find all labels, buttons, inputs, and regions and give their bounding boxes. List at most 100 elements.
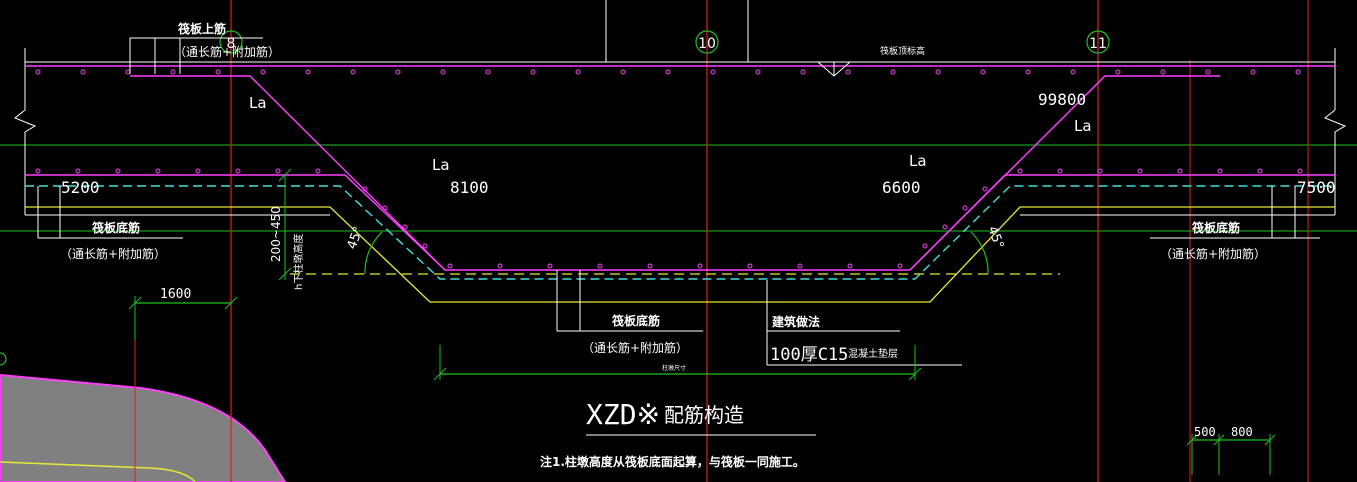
top-rebar-dot (1250, 69, 1256, 75)
pit-dim-tick-left (433, 367, 447, 381)
waterproof-dashed-line (25, 185, 1335, 280)
gray-curved-slab (0, 373, 287, 482)
axis-bubble-11 (1086, 30, 1110, 54)
bottom-rebar-dot (195, 168, 201, 174)
title-sub: 配筋构造 (664, 403, 744, 427)
top-rebar-note: （通长筋+附加筋） (174, 44, 280, 59)
angle-label-right: 45° (984, 224, 1006, 251)
top-rebar-dot (845, 69, 851, 75)
dim-5200: 5200 (61, 178, 100, 197)
bottom-rebar-dots (35, 168, 1303, 269)
top-rebar-dot (530, 69, 536, 75)
angle-arc-right (970, 231, 989, 275)
top-rebar-label: 筏板上筋 (178, 21, 226, 36)
bottom-rebar-dot (647, 263, 653, 269)
axis-label-10: 10 (698, 36, 716, 52)
c15-layer-suffix: 混凝土垫层 (848, 347, 898, 360)
center-bottom-rebar-label: 筏板底筋 (612, 313, 660, 328)
top-rebar-dot (620, 69, 626, 75)
bottom-rebar-dot (1137, 168, 1143, 174)
top-rebar-dot (575, 69, 581, 75)
title-main: XZD※ (586, 398, 660, 431)
raft-left-break (14, 109, 37, 215)
depth-dim-tick-top (278, 168, 292, 182)
left-bottom-rebar-note: （通长筋+附加筋） (60, 246, 166, 261)
top-rebar-dot (1205, 69, 1211, 75)
angle-arc-left (364, 231, 383, 275)
dim-8100: 8100 (450, 178, 489, 197)
la-label-left-top: La (249, 94, 267, 112)
dim-800: 800 (1231, 425, 1253, 439)
axis-bubble-left-edge (0, 352, 7, 366)
bottom-rebar-dot (497, 263, 503, 269)
bottom-rebar-dot (1257, 168, 1263, 174)
bottom-rebar-dot (422, 243, 428, 249)
pit-dim-tick-right (908, 367, 922, 381)
top-rebar-dot (935, 69, 941, 75)
la-label-right-top: La (1074, 117, 1092, 135)
top-rebar-dot (800, 69, 806, 75)
bottom-rebar-dot (1097, 168, 1103, 174)
angle-label-left: 45° (345, 225, 367, 252)
dim-500: 500 (1194, 425, 1216, 439)
top-rebar-dot (755, 69, 761, 75)
dim-7500: 7500 (1297, 178, 1336, 197)
dim-1600-tick-right (224, 296, 238, 310)
top-additional-rebar-left (130, 75, 446, 271)
top-rebar-dot (1115, 69, 1121, 75)
dim-99800: 99800 (1038, 90, 1086, 109)
bottom-rebar-dot (1057, 168, 1063, 174)
top-rebar-dot (350, 69, 356, 75)
bottom-rebar-dot (697, 263, 703, 269)
pit-size-label: 柱墩尺寸 (662, 364, 686, 372)
bottom-rebar-dot (447, 263, 453, 269)
bottom-rebar-dot (75, 168, 81, 174)
bottom-rebar-dot (547, 263, 553, 269)
top-rebar-dot (215, 69, 221, 75)
bottom-rebar-dot (235, 168, 241, 174)
bottom-rebar-dot (382, 205, 388, 211)
axis-label-11: 11 (1089, 36, 1107, 52)
top-rebar-dot (80, 69, 86, 75)
right-bottom-rebar-note: （通长筋+附加筋） (1160, 246, 1266, 261)
bottom-rebar-dot (922, 243, 928, 249)
dim-6600: 6600 (882, 178, 921, 197)
top-rebar-dot (125, 69, 131, 75)
title-note: 注1.柱墩高度从筏板底面起算，与筏板一同施工。 (540, 454, 805, 469)
top-rebar-dot (305, 69, 311, 75)
top-rebar-dot (260, 69, 266, 75)
bottom-rebar-dot (275, 168, 281, 174)
top-rebar-dot (170, 69, 176, 75)
bottom-rebar-dot (315, 168, 321, 174)
top-rebar-dot (1295, 69, 1301, 75)
top-rebar-dot (890, 69, 896, 75)
bottom-rebar-dot (797, 263, 803, 269)
top-rebar-dot (485, 69, 491, 75)
bottom-rebar-dot (402, 224, 408, 230)
bottom-rebar-dot (35, 168, 41, 174)
bottom-rebar-dot (362, 186, 368, 192)
dim-800-tick-3 (1264, 434, 1276, 446)
bottom-rebar-dot (897, 263, 903, 269)
bottom-rebar-dot (747, 263, 753, 269)
top-rebar-dot (395, 69, 401, 75)
top-rebar-dot (1160, 69, 1166, 75)
bottom-rebar-dot (1177, 168, 1183, 174)
bottom-rebar-dot (942, 224, 948, 230)
bottom-rebar-dot (115, 168, 121, 174)
bottom-rebar-dot (155, 168, 161, 174)
axis-bubble-8 (219, 30, 243, 54)
top-rebar-dot (440, 69, 446, 75)
bottom-rebar-dot (982, 186, 988, 192)
dim-500-tick-1 (1186, 434, 1198, 446)
top-rebar-dot (980, 69, 986, 75)
bottom-rebar-dot (1017, 168, 1023, 174)
la-label-right-mid: La (909, 152, 927, 170)
left-bottom-rebar-label: 筏板底筋 (92, 220, 140, 235)
construction-method-label: 建筑做法 (771, 314, 820, 329)
top-rebar-dot (1070, 69, 1076, 75)
depth-dim-tick-bot (278, 267, 292, 281)
axis-bubble-10 (695, 30, 719, 54)
la-label-left-mid: La (432, 156, 450, 174)
